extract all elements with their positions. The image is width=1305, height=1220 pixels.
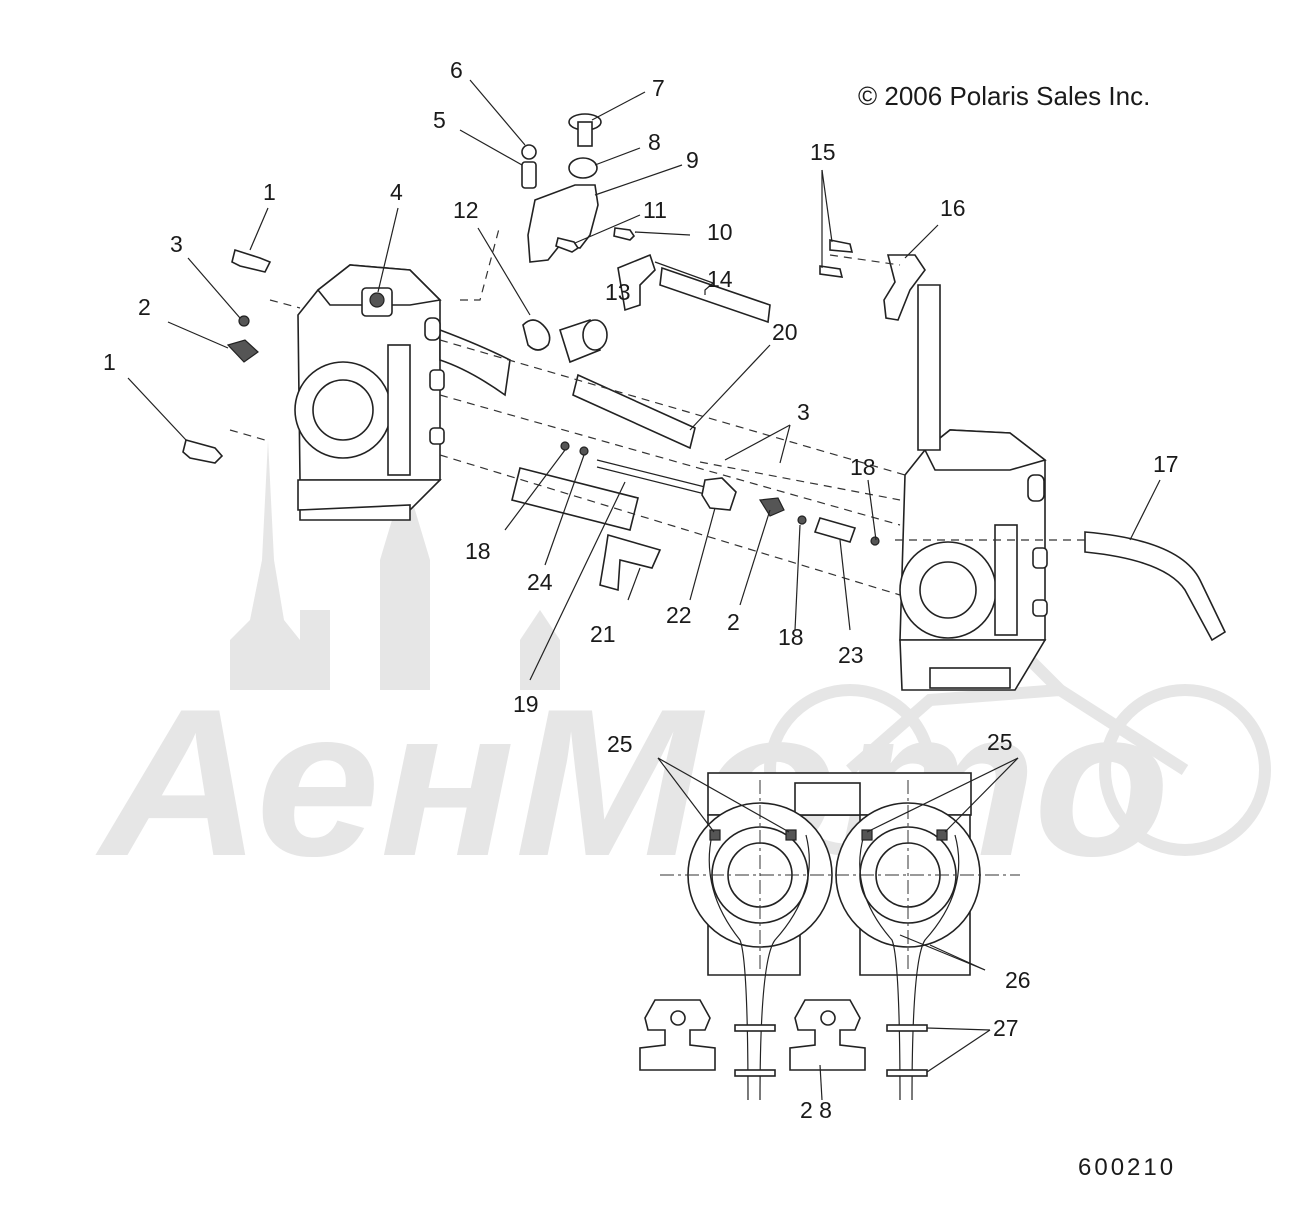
callout-25: 25 — [607, 731, 633, 757]
callout-13: 13 — [605, 279, 631, 305]
callout-3: 3 — [170, 231, 183, 257]
callout-15: 15 — [810, 139, 836, 165]
callout-5: 5 — [433, 107, 446, 133]
detail-view — [639, 772, 1020, 1101]
callout-12: 12 — [453, 197, 479, 223]
callout-7: 7 — [652, 75, 665, 101]
callout-1: 1 — [103, 349, 116, 375]
callout-4: 4 — [390, 179, 403, 205]
callout-20: 20 — [772, 319, 798, 345]
callout-17: 17 — [1153, 451, 1179, 477]
callout-8: 8 — [648, 129, 661, 155]
callout-10: 10 — [707, 219, 733, 245]
callout-18: 18 — [465, 538, 491, 564]
small-parts — [182, 113, 926, 592]
callout-2: 2 — [138, 294, 151, 320]
right-carburetor — [899, 284, 1048, 691]
callout-19: 19 — [513, 691, 539, 717]
drawing-number: 600210 — [1078, 1154, 1176, 1181]
callout-2: 2 — [727, 609, 740, 635]
callout-11: 11 — [643, 197, 667, 223]
left-carburetor — [294, 264, 511, 521]
callout-3: 3 — [797, 399, 810, 425]
callout-21: 21 — [590, 621, 616, 647]
callout-6: 6 — [450, 57, 463, 83]
callout-23: 23 — [838, 642, 864, 668]
callout-28: 2 8 — [800, 1097, 832, 1123]
callout-27: 27 — [993, 1015, 1019, 1041]
callout-25: 25 — [987, 729, 1013, 755]
callout-16: 16 — [940, 195, 966, 221]
callout-labels: 1 1 2 2 3 3 4 5 6 7 8 9 10 11 12 13 14 1… — [103, 57, 1179, 1123]
copyright-text: © 2006 Polaris Sales Inc. — [858, 81, 1150, 111]
callout-1: 1 — [263, 179, 276, 205]
leader-lines — [127, 79, 1161, 1101]
assembly-lines — [229, 224, 1085, 596]
callout-9: 9 — [686, 147, 699, 173]
callout-14: 14 — [707, 266, 733, 292]
callout-22: 22 — [666, 602, 692, 628]
callout-18: 18 — [850, 454, 876, 480]
hose — [1084, 531, 1227, 642]
callout-24: 24 — [527, 569, 553, 595]
callout-26: 26 — [1005, 967, 1031, 993]
watermark-text: АенМото — [95, 665, 1170, 900]
watermark: АенМото — [95, 430, 1271, 900]
callout-18: 18 — [778, 624, 804, 650]
